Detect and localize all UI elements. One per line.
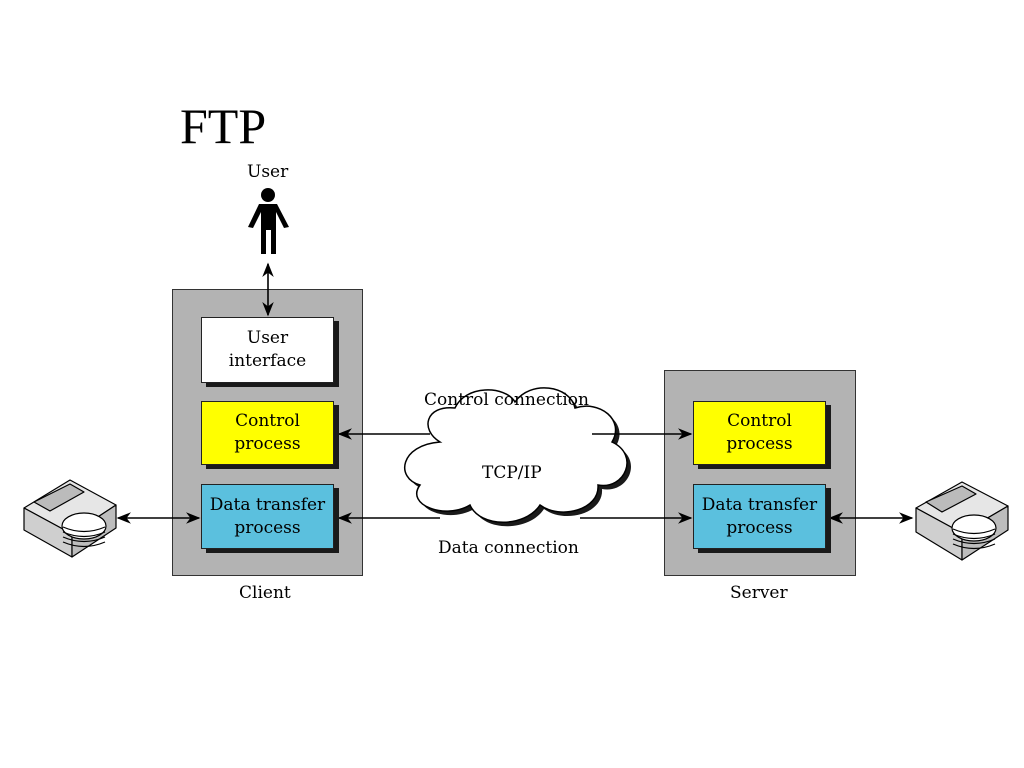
user-figure-icon (248, 188, 289, 254)
cloud-icon (403, 387, 631, 527)
client-control-process-box: Control process (201, 401, 334, 465)
client-data-transfer-line1: Data transfer (209, 494, 326, 515)
client-user-interface-line2: interface (228, 351, 307, 371)
server-control-process-line1: Control (727, 411, 792, 431)
client-control-process-line1: Control (235, 411, 300, 431)
server-disk-icon (915, 481, 1009, 561)
server-data-transfer-process-box: Data transfer process (693, 484, 826, 549)
server-label: Server (730, 583, 788, 603)
tcp-ip-label: TCP/IP (482, 463, 542, 483)
client-data-transfer-line2: process (234, 517, 301, 538)
client-data-transfer-process-box: Data transfer process (201, 484, 334, 549)
server-data-transfer-line2: process (726, 517, 793, 538)
client-disk-icon (23, 479, 117, 558)
server-control-process-box: Control process (693, 401, 826, 465)
slide-title: FTP (180, 98, 267, 154)
user-label: User (247, 162, 289, 182)
server-control-process-line2: process (726, 434, 793, 454)
client-user-interface-box: User interface (201, 317, 334, 383)
data-connection-label: Data connection (438, 538, 579, 558)
client-label: Client (239, 583, 291, 603)
client-control-process-line2: process (234, 434, 301, 454)
control-connection-label: Control connection (424, 390, 589, 410)
client-user-interface-line1: User (246, 328, 289, 348)
server-data-transfer-line1: Data transfer (701, 494, 818, 515)
